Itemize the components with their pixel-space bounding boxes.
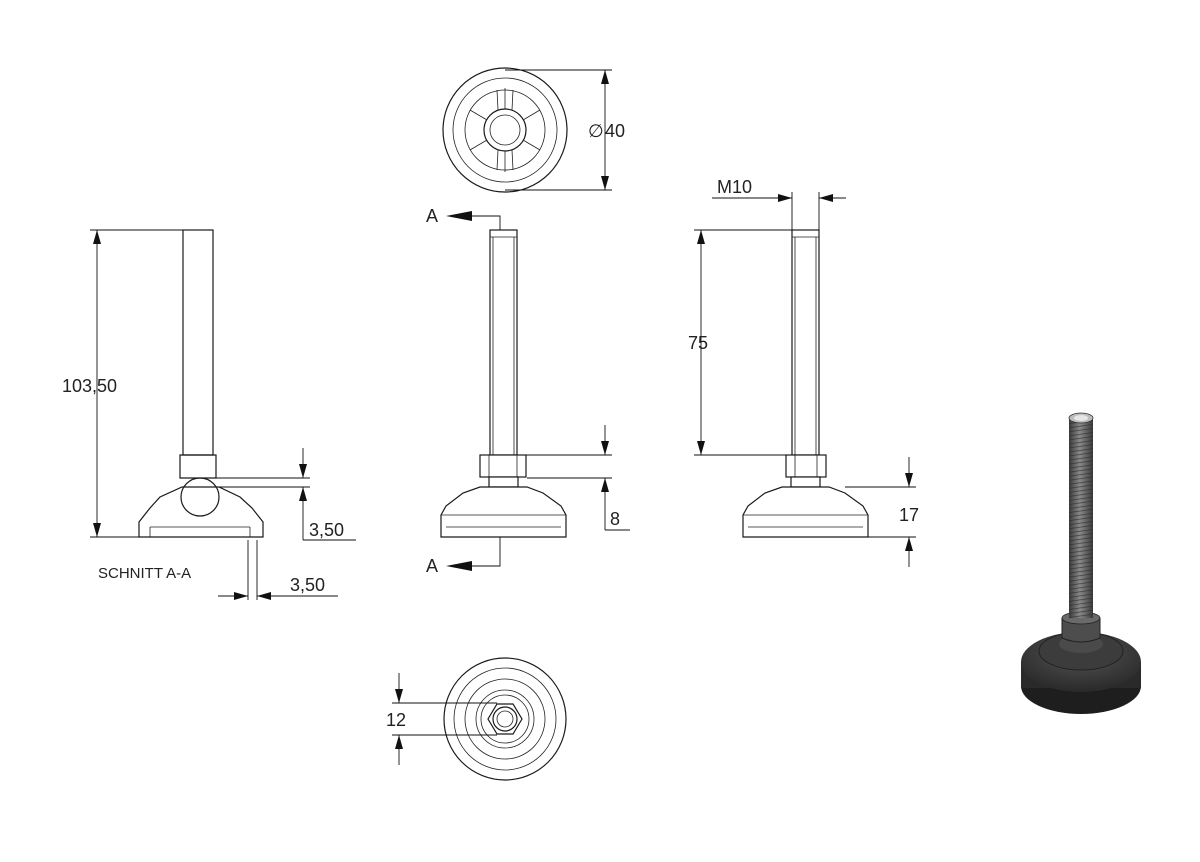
section-marker-top: A	[426, 206, 438, 226]
front-view: A A 8	[426, 206, 630, 576]
hex-size: 12	[386, 710, 406, 730]
top-view: ∅ 40	[442, 67, 625, 193]
section-view: 103,50 3,50 3,50 SCHNITT A-A	[62, 229, 356, 600]
base-height-17: 17	[899, 505, 919, 525]
section-offset-horizontal: 3,50	[290, 575, 325, 595]
diameter-symbol: ∅	[588, 121, 604, 141]
base-height-8: 8	[610, 509, 620, 529]
thread-size: M10	[717, 177, 752, 197]
section-title: SCHNITT A-A	[98, 565, 191, 582]
section-offset-vertical: 3,50	[309, 520, 344, 540]
bottom-view: 12	[386, 657, 567, 781]
side-view: M10 75 17	[688, 177, 919, 567]
thread-length: 75	[688, 333, 708, 353]
render-view	[1021, 412, 1141, 714]
total-height-value: 103,50	[62, 376, 117, 396]
diameter-value: 40	[605, 121, 625, 141]
section-marker-bottom: A	[426, 556, 438, 576]
